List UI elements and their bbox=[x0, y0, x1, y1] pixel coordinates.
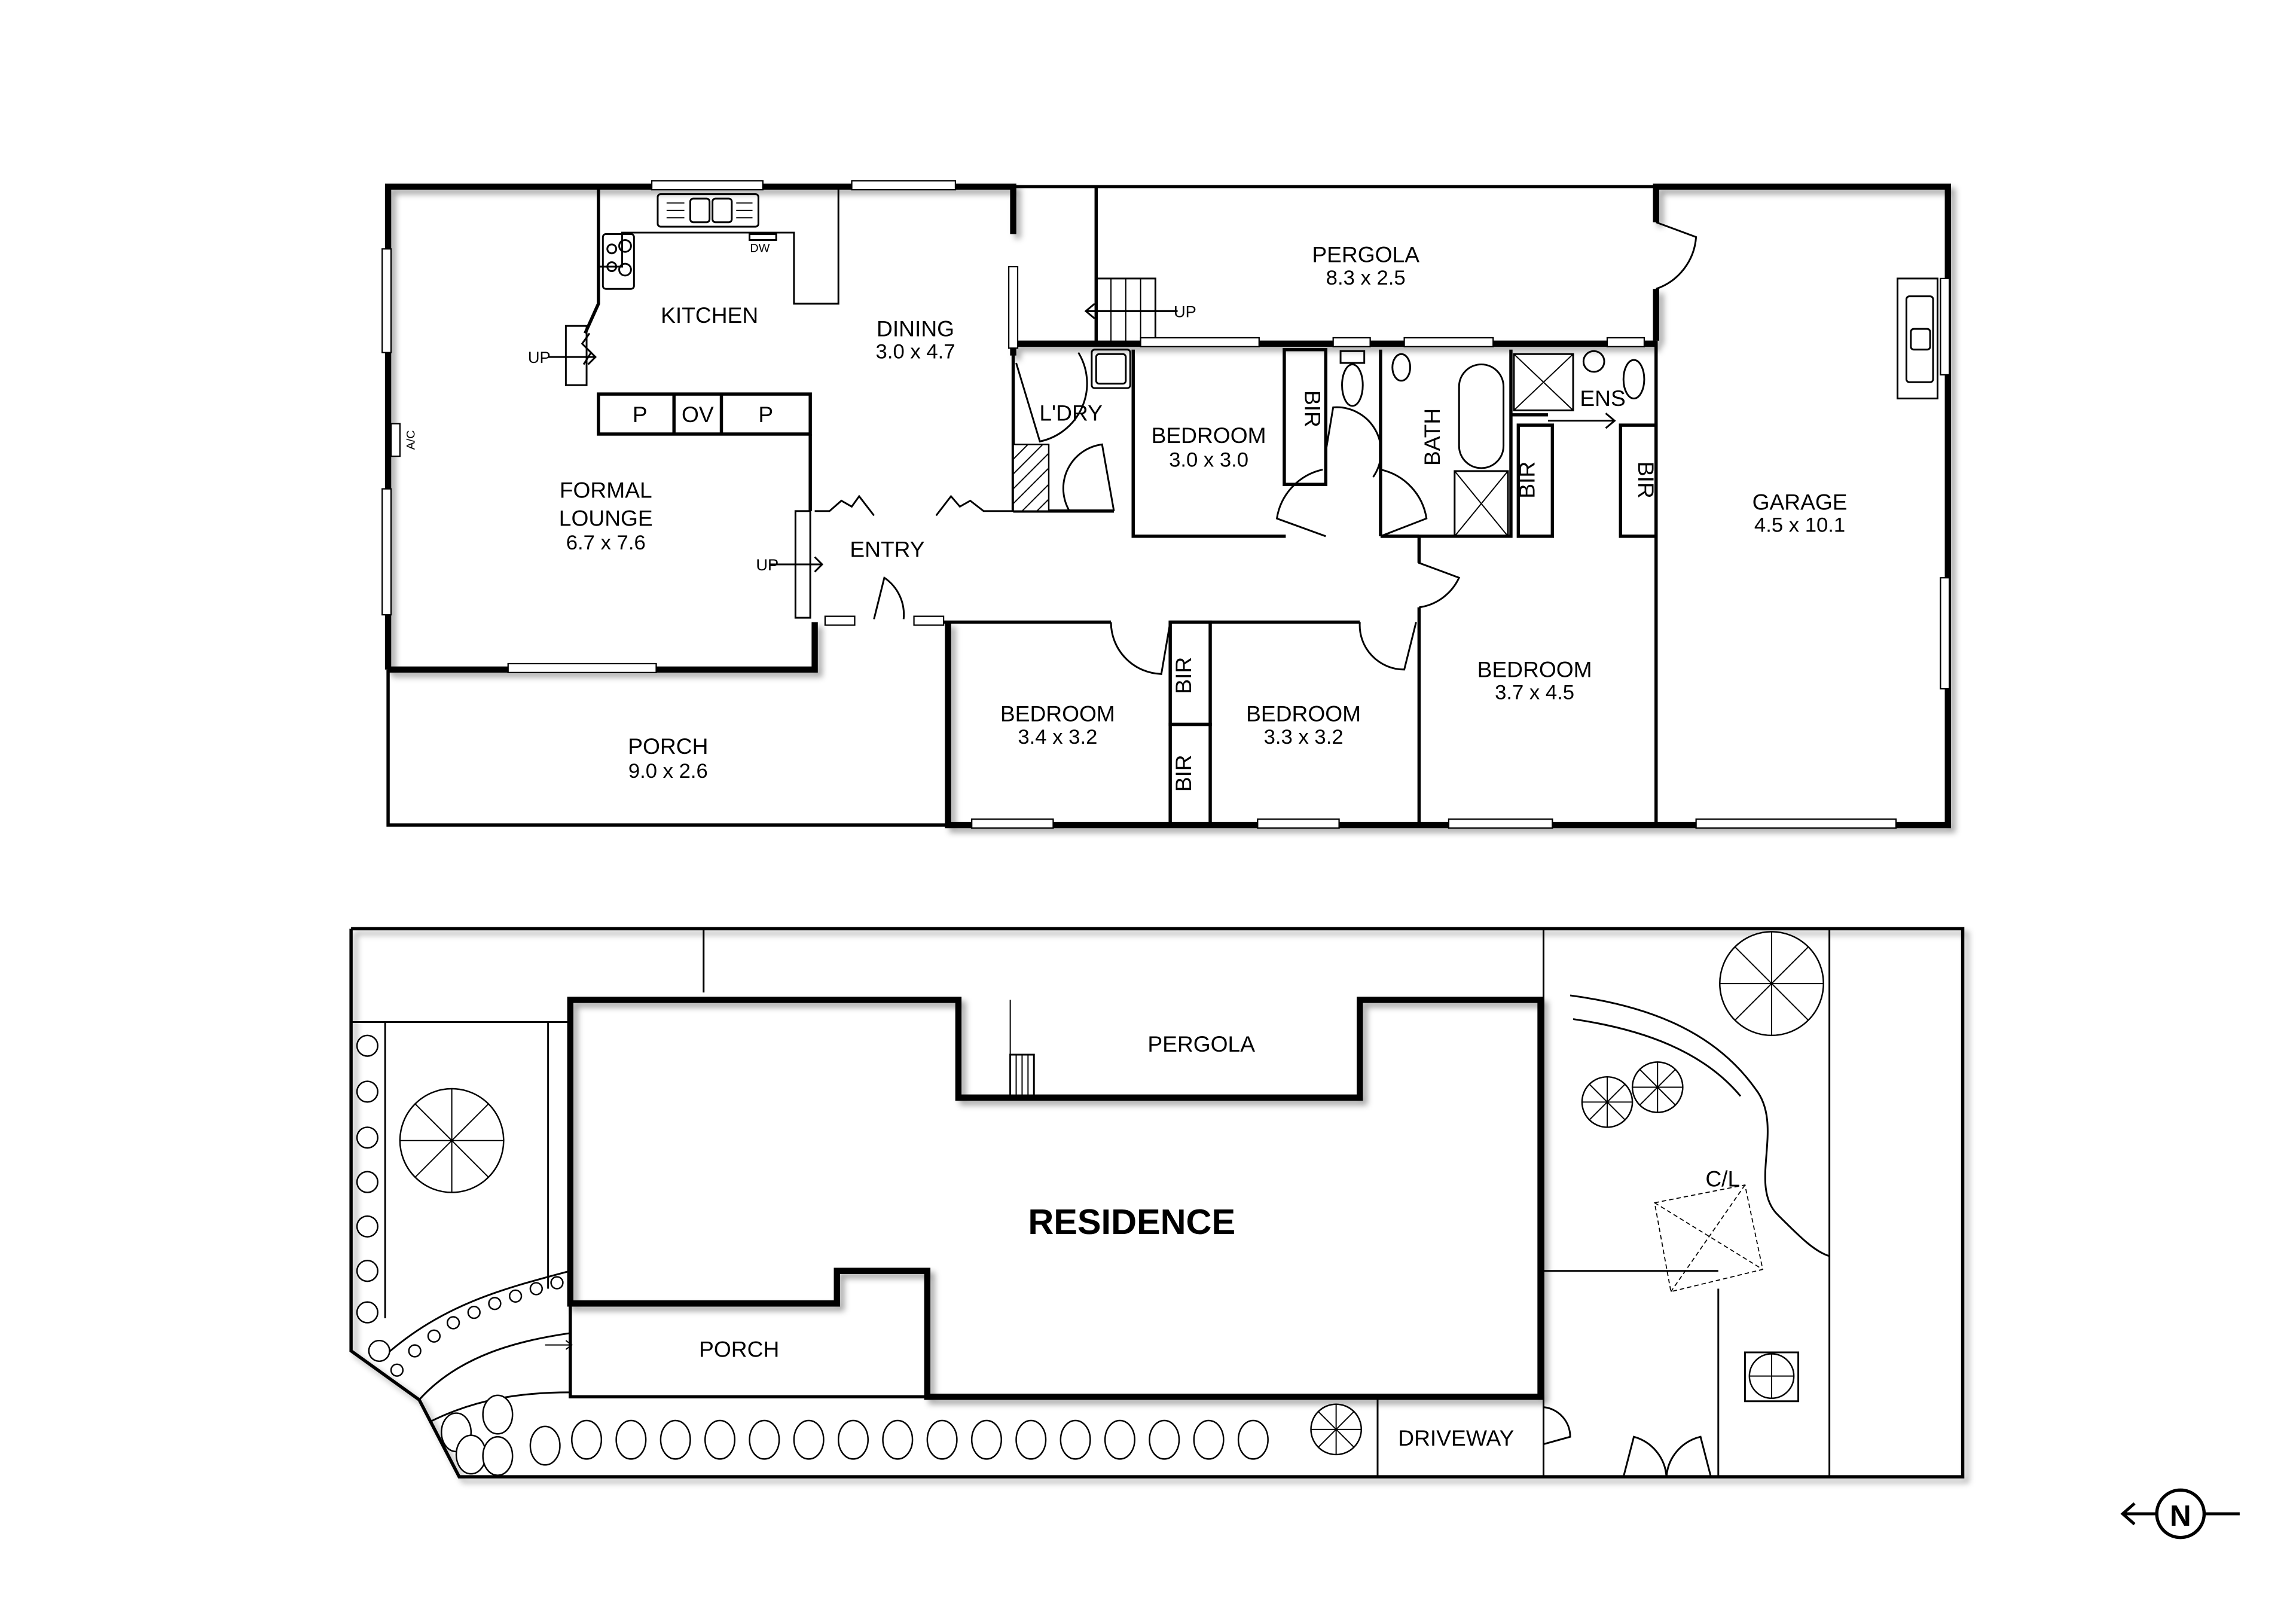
residence-label: RESIDENCE bbox=[1028, 1202, 1235, 1242]
site-porch-label: PORCH bbox=[699, 1336, 779, 1361]
pergola-area: UP bbox=[1013, 185, 1656, 345]
porch-dims: 9.0 x 2.6 bbox=[628, 760, 708, 783]
room-labels: KITCHEN DINING 3.0 x 4.7 FORMAL LOUNGE 6… bbox=[559, 242, 1848, 783]
bedroom4-dims: 3.7 x 4.5 bbox=[1495, 681, 1574, 704]
clothesline-label: C/L bbox=[1705, 1166, 1740, 1192]
bir-bedroom1-label: BIR bbox=[1300, 390, 1326, 427]
plant-column bbox=[356, 1034, 564, 1377]
garage-label: GARAGE bbox=[1752, 489, 1848, 514]
pantry-right-label: P bbox=[758, 402, 773, 427]
site-plan: RESIDENCE PERGOLA PORCH DRIVEWAY C/L bbox=[349, 927, 1965, 1479]
entry-stairs-up-label: UP bbox=[756, 555, 778, 574]
air-conditioner-label: A/C bbox=[405, 430, 418, 450]
bir-bedroom2-top-label: BIR bbox=[1171, 657, 1196, 694]
bedroom1-label: BEDROOM bbox=[1152, 423, 1266, 448]
laundry-label: L'DRY bbox=[1039, 401, 1103, 426]
bedroom1-dims: 3.0 x 3.0 bbox=[1169, 449, 1248, 472]
hedge-row bbox=[441, 1394, 1269, 1476]
small-tree-icon bbox=[1631, 1061, 1684, 1113]
ensuite-label: ENS bbox=[1580, 386, 1625, 411]
small-tree-icon bbox=[1581, 1076, 1634, 1128]
dishwasher-label: DW bbox=[750, 242, 770, 255]
site-pergola-label: PERGOLA bbox=[1147, 1031, 1255, 1056]
pantry-left-label: P bbox=[633, 402, 648, 427]
interior-walls: DW P OV P UP UP bbox=[528, 187, 1938, 827]
bedroom3-label: BEDROOM bbox=[1246, 701, 1361, 726]
porch-label: PORCH bbox=[628, 734, 708, 759]
pergola-stairs-up-label: UP bbox=[1174, 302, 1196, 320]
kitchen-label: KITCHEN bbox=[661, 303, 758, 328]
kitchen-stairs-up-label: UP bbox=[528, 348, 551, 366]
pergola-label: PERGOLA bbox=[1312, 242, 1419, 267]
windows bbox=[381, 180, 1950, 829]
formal-lounge-dims: 6.7 x 7.6 bbox=[566, 531, 646, 554]
dining-dims: 3.0 x 4.7 bbox=[876, 341, 955, 364]
cooktop-icon bbox=[602, 233, 635, 290]
north-compass: N bbox=[2120, 1488, 2240, 1539]
compass-circle-icon bbox=[2155, 1488, 2206, 1539]
porch-area bbox=[386, 669, 948, 827]
large-tree-icon bbox=[1719, 931, 1824, 1037]
formal-lounge-label-line1: FORMAL bbox=[560, 478, 652, 503]
bir-ensuite-left-label: BIR bbox=[1515, 462, 1540, 499]
oven-label: OV bbox=[682, 402, 714, 427]
formal-lounge-label-line2: LOUNGE bbox=[559, 506, 653, 531]
bedroom2-dims: 3.4 x 3.2 bbox=[1018, 726, 1097, 749]
small-tree-icon bbox=[1748, 1353, 1795, 1400]
bedroom4-label: BEDROOM bbox=[1477, 656, 1592, 682]
trees bbox=[399, 931, 1824, 1456]
driveway-label: DRIVEWAY bbox=[1398, 1425, 1514, 1450]
bir-bedroom2-bottom-label: BIR bbox=[1171, 755, 1196, 792]
entry-label: ENTRY bbox=[850, 537, 924, 562]
pergola-dims: 8.3 x 2.5 bbox=[1326, 267, 1406, 289]
floor-plan: UP DW bbox=[381, 180, 1952, 829]
dining-label: DINING bbox=[877, 316, 954, 341]
air-conditioner-unit bbox=[390, 423, 401, 457]
bir-ensuite-right-label: BIR bbox=[1634, 462, 1659, 499]
large-tree-icon bbox=[399, 1088, 505, 1193]
shrub-tree-icon bbox=[1310, 1403, 1362, 1456]
bath-label: BATH bbox=[1419, 408, 1445, 466]
bedroom2-label: BEDROOM bbox=[1000, 701, 1115, 726]
north-label: N bbox=[2170, 1499, 2191, 1532]
garage-dims: 4.5 x 10.1 bbox=[1754, 514, 1845, 537]
bedroom3-dims: 3.3 x 3.2 bbox=[1264, 726, 1344, 749]
clothesline-icon bbox=[1654, 1184, 1764, 1293]
